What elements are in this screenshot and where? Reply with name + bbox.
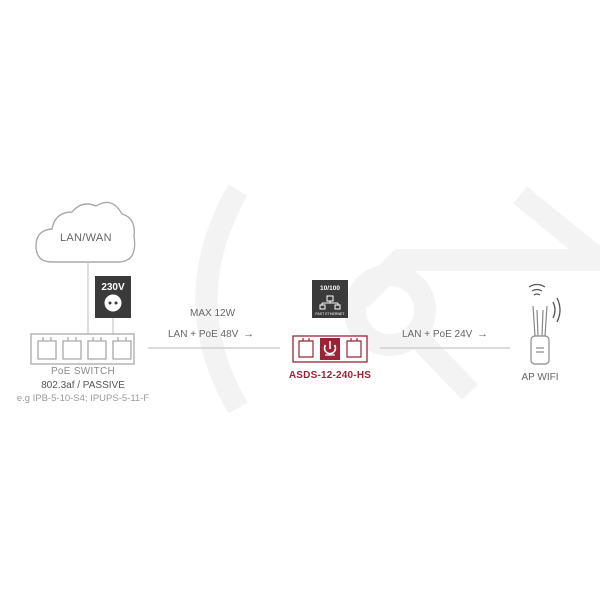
link1-text: LAN + PoE 48V [168,329,239,340]
ap-wifi-icon [530,305,550,365]
asds-device-icon [292,335,368,363]
speed-bottom-label: FAST ETHERNET [315,312,345,316]
link1-label: LAN + PoE 48V → [168,328,254,340]
switch-name: PoE SWITCH [50,366,116,377]
arrow-right-icon: → [477,328,489,340]
arrow-right-icon: → [243,328,255,340]
cloud-icon [35,201,136,263]
cloud-label: LAN/WAN [60,232,112,244]
switch-standard: 802.3af / PASSIVE [41,380,125,391]
link2-text: LAN + PoE 24V [402,329,473,340]
ap-label: AP WIFI [521,372,559,383]
power-label: 230V [101,282,125,293]
device-model: ASDS-12-240-HS [288,370,372,381]
poe-switch-icon [30,333,135,365]
wifi-signal-icon [528,283,561,323]
fast-ethernet-badge [312,280,348,318]
power-socket-icon [95,276,131,334]
max-power-label: MAX 12W [190,308,236,319]
watermark-logo [195,184,600,414]
link2-label: LAN + PoE 24V → [402,328,488,340]
switch-examples: e.g IPB-5-10-S4; IPUPS-5-11-F [16,393,150,404]
speed-top-label: 10/100 [320,285,340,292]
